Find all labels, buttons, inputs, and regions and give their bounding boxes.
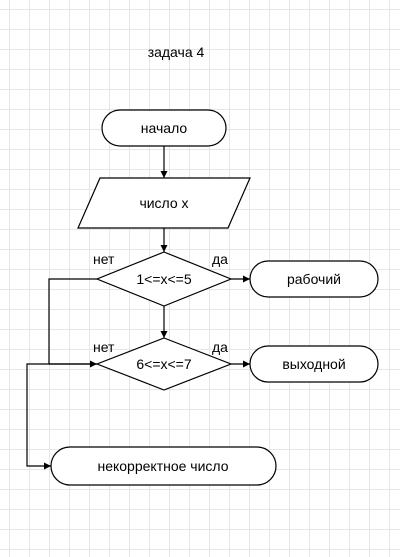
error-node[interactable]: некорректное число (50, 446, 277, 486)
condition2-no-label: нет (93, 339, 115, 355)
condition1-label: 1<=x<=5 (136, 271, 191, 287)
condition1-node[interactable]: 1<=x<=5 (95, 251, 233, 307)
error-label: некорректное число (97, 458, 228, 474)
input-label: число x (139, 195, 188, 211)
result2-node[interactable]: выходной (249, 345, 379, 383)
condition2-yes-label: да (212, 339, 228, 355)
condition1-no-label: нет (93, 251, 115, 267)
result1-label: рабочий (287, 271, 341, 287)
result2-label: выходной (282, 356, 345, 372)
start-label: начало (141, 120, 188, 136)
condition2-label: 6<=x<=7 (136, 356, 191, 372)
diagram-title: задача 4 (148, 44, 205, 60)
condition2-node[interactable]: 6<=x<=7 (95, 337, 233, 391)
connector-condition2-no (26, 363, 97, 470)
input-node[interactable]: число x (77, 177, 251, 229)
condition1-yes-label: да (212, 251, 228, 267)
start-node[interactable]: начало (101, 109, 227, 147)
result1-node[interactable]: рабочий (249, 260, 379, 298)
connector-condition1-no (48, 278, 97, 368)
